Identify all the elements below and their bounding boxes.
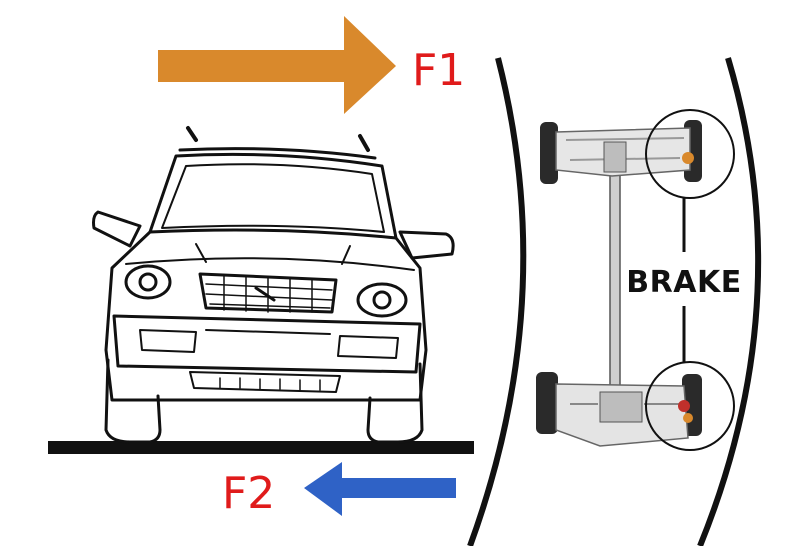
wheel-rear-left — [536, 372, 558, 434]
ground-line — [48, 441, 474, 454]
force-label-bottom: F2 — [222, 468, 275, 519]
brake-label: BRAKE — [626, 265, 741, 300]
force-label-top: F1 — [412, 45, 465, 96]
wheel-front-left — [540, 122, 558, 184]
brake-callout-rear — [645, 361, 735, 451]
force-arrow-top — [158, 16, 396, 114]
car-front-illustration — [92, 126, 455, 444]
force-arrow-bottom — [304, 462, 456, 516]
arc-left — [467, 57, 527, 546]
brake-callout-front — [645, 109, 735, 199]
arc-right — [697, 57, 762, 546]
chassis-illustration — [536, 120, 702, 447]
